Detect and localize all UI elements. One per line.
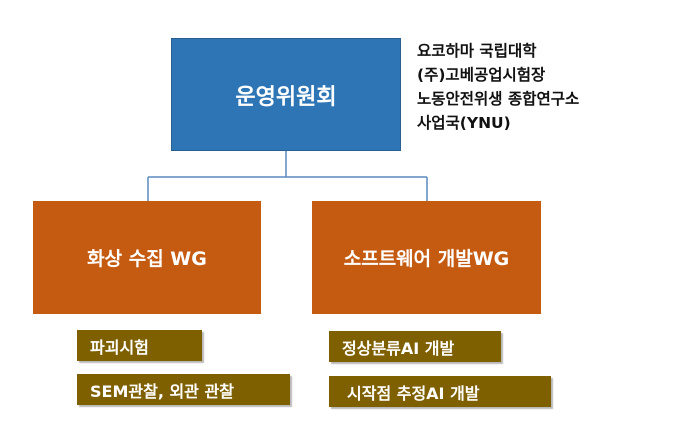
committee-box: 운영위원회 (171, 38, 401, 151)
image-collection-wg-box: 화상 수집 WG (33, 201, 261, 314)
wg-label: 화상 수집 WG (87, 248, 207, 270)
software-dev-wg-box: 소프트웨어 개발WG (312, 201, 541, 314)
task-text: SEM관찰, 외관 관찰 (90, 381, 234, 401)
member-organizations: 요코하마 국립대학 (주)고베공업시험장 노동안전위생 종합연구소 사업국(YN… (417, 39, 579, 135)
task-label: 정상분류AI 개발 (329, 331, 501, 362)
task-text: 정상분류AI 개발 (342, 338, 455, 358)
member-item: (주)고베공업시험장 (417, 66, 546, 84)
task-text: 파괴시험 (90, 337, 149, 357)
committee-label: 운영위원회 (235, 84, 337, 110)
task-label: SEM관찰, 외관 관찰 (77, 374, 290, 405)
task-text: 시작점 추정AI 개발 (347, 383, 480, 403)
member-item: 노동안전위생 종합연구소 (417, 90, 580, 108)
wg-label: 소프트웨어 개발WG (343, 248, 510, 270)
member-item: 사업국(YNU) (417, 114, 511, 132)
task-label: 시작점 추정AI 개발 (329, 376, 551, 407)
member-item: 요코하마 국립대학 (417, 42, 537, 60)
task-label: 파괴시험 (77, 330, 202, 361)
